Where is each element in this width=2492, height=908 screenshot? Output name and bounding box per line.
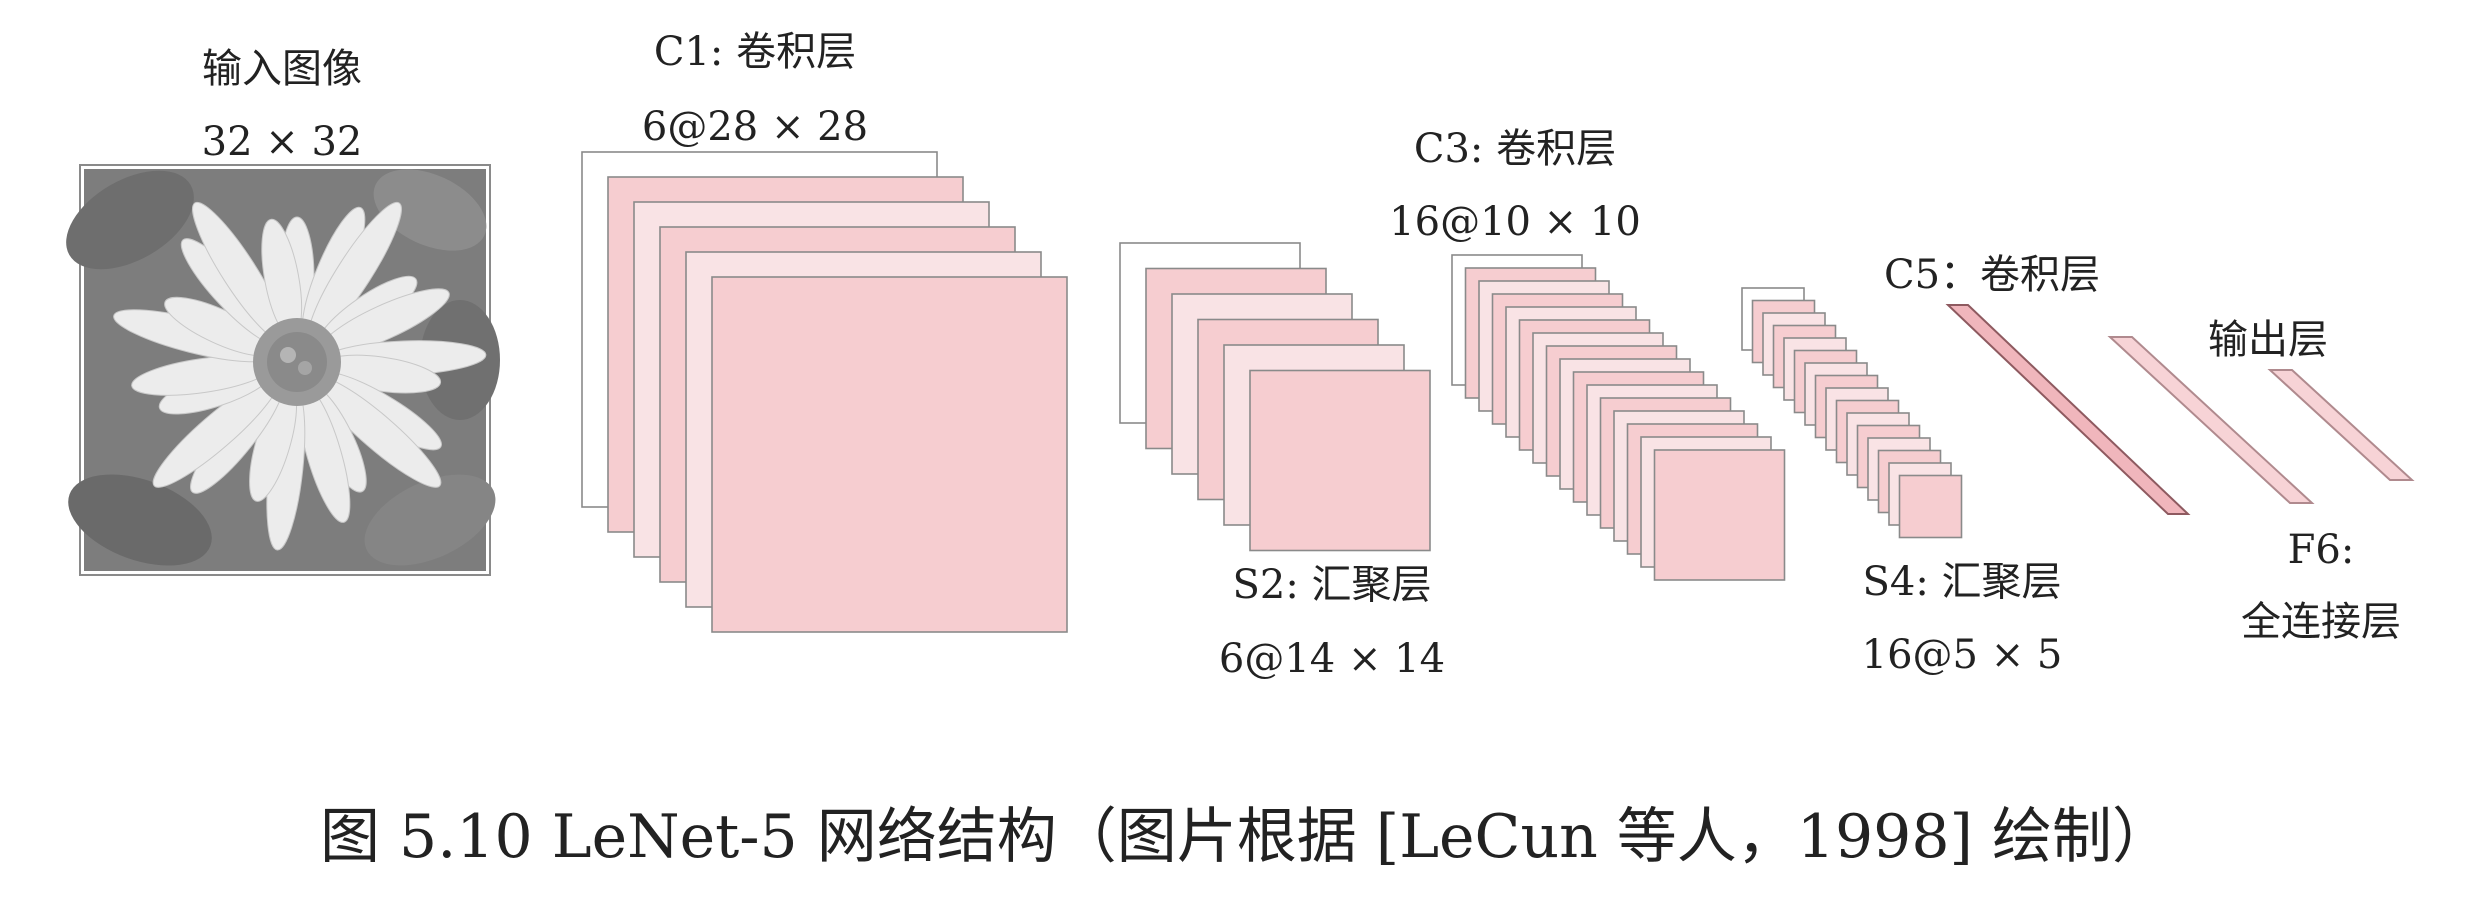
s2-title: S2: 汇聚层 bbox=[1232, 562, 1431, 608]
f6-subtitle: 全连接层 bbox=[2241, 599, 2401, 645]
c5-layer-bar bbox=[1945, 304, 2191, 515]
c3-title: C3: 卷积层 bbox=[1414, 126, 1616, 172]
c5-title: C5：卷积层 bbox=[1884, 252, 2100, 298]
input-size: 32 × 32 bbox=[202, 119, 363, 165]
c1-map-6 bbox=[711, 276, 1068, 633]
c1-feature-maps bbox=[581, 151, 1068, 633]
s2-feature-maps bbox=[1119, 242, 1431, 552]
input-title: 输入图像 bbox=[202, 46, 362, 92]
s4-feature-maps bbox=[1741, 287, 1963, 539]
s4-map-16 bbox=[1898, 474, 1963, 539]
output-layer-bar bbox=[2267, 369, 2415, 481]
input-image bbox=[66, 164, 500, 576]
output-title: 输出层 bbox=[2208, 317, 2328, 363]
c1-title: C1: 卷积层 bbox=[654, 29, 856, 75]
s2-size: 6@14 × 14 bbox=[1219, 636, 1445, 682]
c1-size: 6@28 × 28 bbox=[642, 104, 868, 150]
c3-feature-maps bbox=[1451, 254, 1786, 581]
figure-caption: 图 5.10 LeNet-5 网络结构（图片根据 [LeCun 等人，1998]… bbox=[320, 802, 2172, 872]
f6-title: F6: bbox=[2288, 527, 2355, 573]
s2-map-6 bbox=[1249, 369, 1431, 552]
c3-size: 16@10 × 10 bbox=[1389, 199, 1641, 245]
f6-layer-bar bbox=[2107, 336, 2315, 504]
s4-size: 16@5 × 5 bbox=[1862, 632, 2063, 678]
c3-map-16 bbox=[1653, 449, 1786, 581]
s4-title: S4: 汇聚层 bbox=[1862, 559, 2061, 605]
